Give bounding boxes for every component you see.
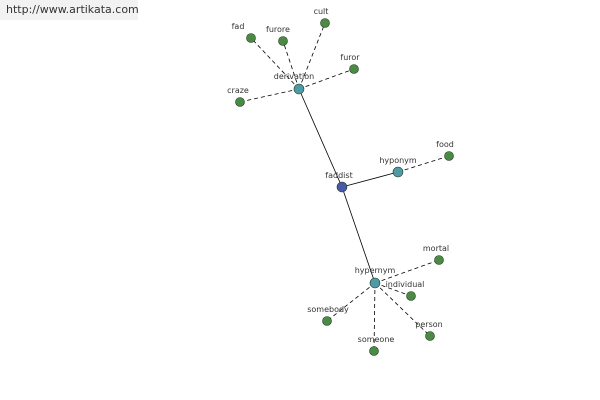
node-label-hypernym[interactable]: hypernym [355, 266, 396, 275]
node-derivation[interactable] [293, 83, 305, 95]
nodes-layer [235, 18, 454, 356]
node-craze[interactable] [235, 97, 245, 107]
node-fad[interactable] [246, 33, 256, 43]
edge-faddist-derivation [298, 88, 343, 188]
node-label-someone[interactable]: someone [358, 335, 395, 344]
edge-hypernym-someone [373, 282, 376, 352]
edge-hypernym-mortal [374, 259, 440, 284]
node-label-somebody[interactable]: somebody [307, 305, 349, 314]
node-label-craze[interactable]: craze [227, 86, 249, 95]
node-label-hyponym[interactable]: hyponym [379, 156, 417, 165]
edge-faddist-hypernym [341, 186, 376, 284]
node-label-furor[interactable]: furor [340, 53, 360, 62]
node-individual[interactable] [406, 291, 416, 301]
edge-derivation-fad [250, 37, 300, 90]
node-food[interactable] [444, 151, 454, 161]
edge-derivation-furor [298, 68, 355, 90]
node-label-derivation[interactable]: derivation [274, 72, 314, 81]
node-someone[interactable] [369, 346, 379, 356]
node-hypernym[interactable] [369, 277, 381, 289]
node-cult[interactable] [320, 18, 330, 28]
node-label-faddist[interactable]: faddist [325, 171, 352, 180]
edge-faddist-hyponym [341, 171, 399, 188]
node-label-mortal[interactable]: mortal [423, 244, 449, 253]
node-label-person[interactable]: person [415, 320, 442, 329]
edge-hyponym-food [397, 155, 450, 173]
edge-derivation-craze [239, 88, 300, 103]
site-url-banner[interactable]: http://www.artikata.com [0, 0, 139, 20]
node-faddist[interactable] [336, 181, 348, 193]
node-label-food[interactable]: food [436, 140, 454, 149]
edge-derivation-cult [298, 22, 326, 90]
edge-derivation-furore [282, 40, 300, 90]
node-label-cult[interactable]: cult [314, 7, 329, 16]
node-hyponym[interactable] [392, 166, 404, 178]
node-furore[interactable] [278, 36, 288, 46]
edge-hypernym-somebody [326, 282, 376, 322]
node-label-individual[interactable]: individual [386, 280, 425, 289]
edges-layer [239, 22, 450, 352]
node-furor[interactable] [349, 64, 359, 74]
node-mortal[interactable] [434, 255, 444, 265]
edge-hypernym-person [374, 282, 431, 337]
node-label-furore[interactable]: furore [266, 25, 290, 34]
node-person[interactable] [425, 331, 435, 341]
node-somebody[interactable] [322, 316, 332, 326]
edge-hypernym-individual [374, 282, 412, 297]
labels-layer: faddist derivation hyponym hypernym fad furor… [227, 7, 454, 344]
node-label-fad[interactable]: fad [232, 22, 245, 31]
